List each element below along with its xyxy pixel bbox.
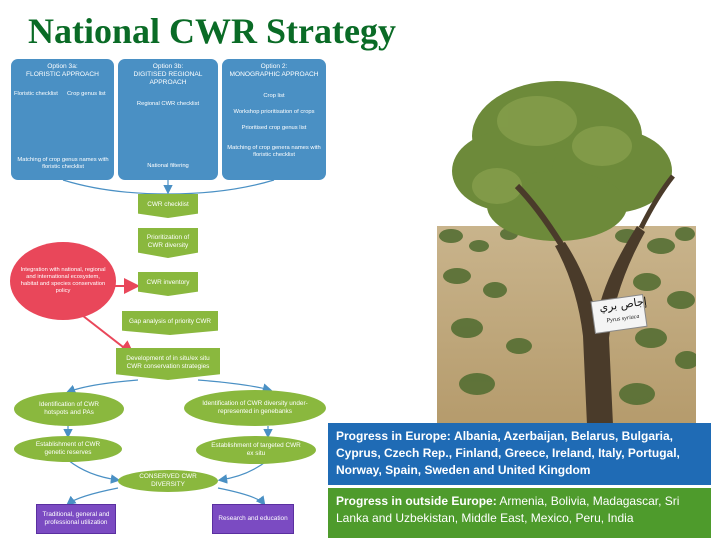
conserved-diversity-ellipse: CONSERVED CWR DIVERSITY: [118, 470, 218, 492]
tree-illustration: [437, 76, 696, 425]
arrow-integration-development: [77, 311, 136, 357]
flow-step-cwr-checklist: CWR checklist: [138, 194, 198, 218]
flow-step-prioritization: Prioritization of CWR diversity: [138, 228, 198, 258]
flow-step-development-strategies: Development of in situ/ex situ CWR conse…: [116, 348, 220, 380]
output-utilization-box: Traditional, general and professional ut…: [36, 504, 116, 534]
option-2-heading: Option 2:: [260, 63, 288, 70]
genetic-reserves-ellipse: Establishment of CWR genetic reserves: [14, 436, 122, 462]
option-2-item: Prioritised crop genus list: [241, 125, 307, 131]
matching-3a-label: Matching of crop genus names with floris…: [17, 157, 109, 171]
option-3a-heading: Option 3a:: [47, 63, 78, 70]
wild-pear-tree-photo: إجاص بري Pyrus syriaca: [437, 76, 696, 425]
flow-step-gap-analysis: Gap analysis of priority CWR: [122, 311, 218, 335]
option-2-name: MONOGRAPHIC APPROACH: [229, 71, 319, 79]
option-3b-panel: Option 3b: DIGITISED REGIONAL APPROACH R…: [118, 59, 218, 180]
progress-outside-text: Armenia, Bolivia, Madagascar, Sri Lanka …: [336, 494, 680, 525]
option-3a-panel: Option 3a: FLORISTIC APPROACH Floristic …: [11, 59, 114, 180]
option-2-item: Workshop prioritisation of crops: [233, 109, 315, 115]
option-2-panel: Option 2: MONOGRAPHIC APPROACH Crop list…: [222, 59, 326, 180]
progress-outside-label: Progress in outside Europe:: [336, 494, 497, 508]
regional-checklist-label: Regional CWR checklist: [136, 101, 200, 107]
page-title: National CWR Strategy: [28, 11, 396, 51]
progress-europe-label: Progress in Europe:: [336, 429, 451, 443]
cwr-strategy-flowchart: Option 3a: FLORISTIC APPROACH Floristic …: [8, 56, 328, 540]
option-3b-name: DIGITISED REGIONAL APPROACH: [133, 71, 203, 87]
flow-step-cwr-inventory: CWR inventory: [138, 272, 198, 296]
option-2-item: Crop list: [263, 93, 285, 99]
connector-3a: [62, 179, 169, 195]
progress-europe-text: Albania, Azerbaijan, Belarus, Bulgaria, …: [336, 429, 680, 477]
progress-europe-box: Progress in Europe: Albania, Azerbaijan,…: [328, 423, 711, 485]
option-2-item: Matching of crop genera names with flori…: [227, 145, 321, 159]
progress-outside-box: Progress in outside Europe: Armenia, Bol…: [328, 488, 711, 538]
connector-2: [167, 179, 275, 195]
floristic-checklist-label: Floristic checklist: [14, 91, 58, 97]
identification-underrepresented-ellipse: Identification of CWR diversity under-re…: [184, 390, 326, 426]
identification-hotspots-ellipse: Identification of CWR hotspots and PAs: [14, 392, 124, 426]
crop-genus-list-label: Crop genus list: [67, 91, 106, 97]
output-research-box: Research and education: [212, 504, 294, 534]
option-3b-heading: Option 3b:: [152, 63, 184, 70]
targeted-ex-situ-ellipse: Establishment of targeted CWR ex situ: [196, 436, 316, 464]
option-3a-name: FLORISTIC APPROACH: [26, 71, 99, 79]
national-filtering-label: National filtering: [147, 163, 189, 169]
integration-policy-circle: Integration with national, regional and …: [10, 242, 116, 320]
